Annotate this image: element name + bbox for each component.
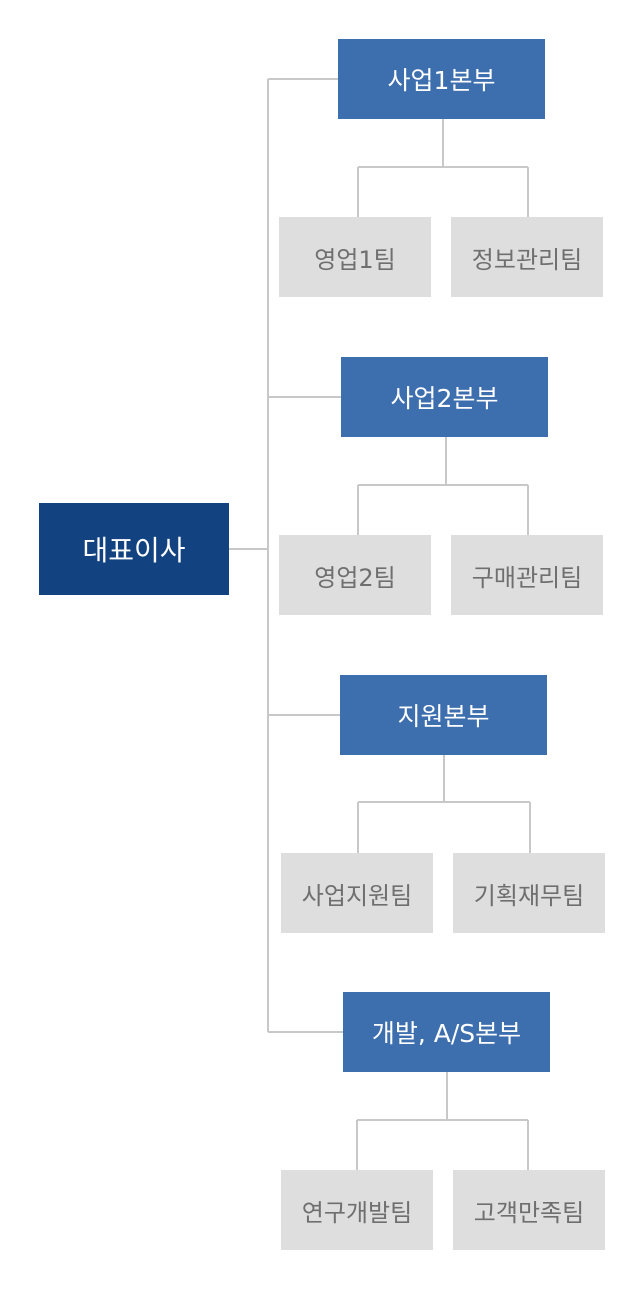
team-box-3-1: 사업지원팀 (281, 853, 433, 933)
division-box-1: 사업1본부 (338, 39, 545, 119)
ceo-box: 대표이사 (39, 503, 229, 595)
team-box-4-1: 연구개발팀 (281, 1170, 433, 1250)
team-box-1-2: 정보관리팀 (451, 217, 603, 297)
division-box-2: 사업2본부 (341, 357, 548, 437)
team-box-1-1: 영업1팀 (279, 217, 431, 297)
team-box-4-2: 고객만족팀 (453, 1170, 605, 1250)
team-box-3-2: 기획재무팀 (453, 853, 605, 933)
division-box-3: 지원본부 (340, 675, 547, 755)
division-box-4: 개발, A/S본부 (343, 992, 550, 1072)
team-box-2-1: 영업2팀 (279, 535, 431, 615)
team-box-2-2: 구매관리팀 (451, 535, 603, 615)
